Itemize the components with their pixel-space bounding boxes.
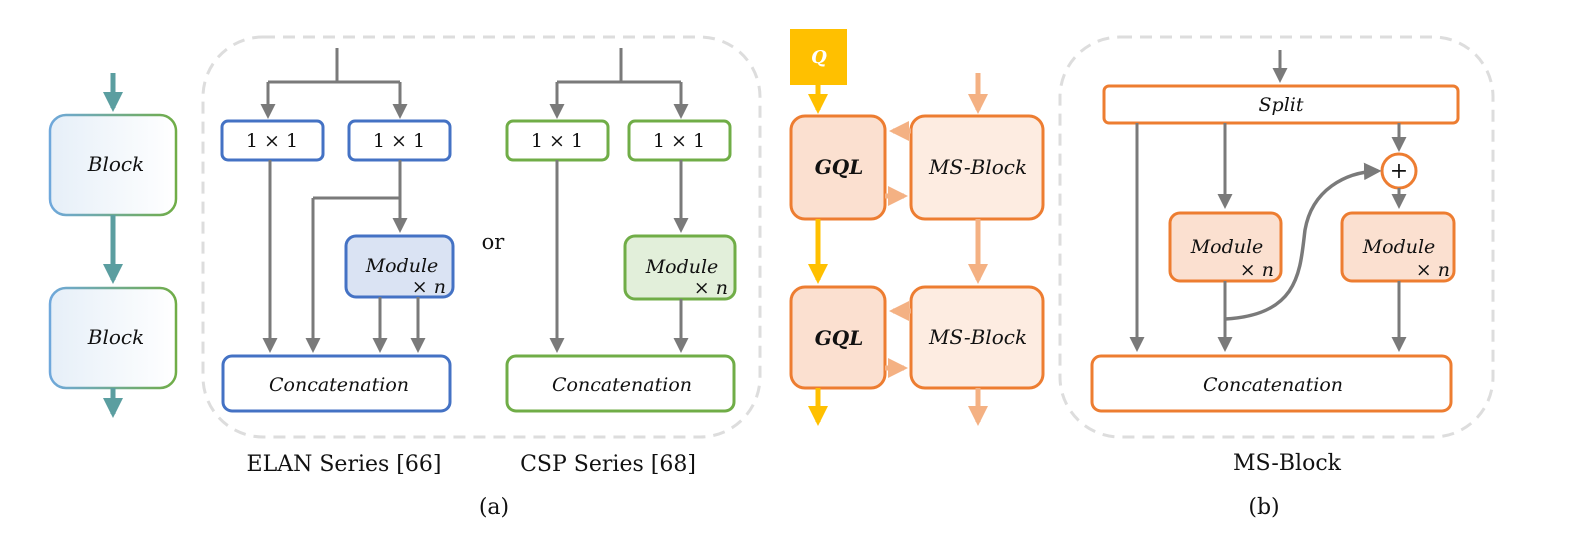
- gql-top-label: GQL: [815, 155, 864, 179]
- elan-module-label: Module: [365, 255, 439, 277]
- elan-conv-left-label: 1 × 1: [246, 130, 298, 152]
- csp-module-label: Module: [645, 256, 719, 278]
- elan-module-repeat: × n: [412, 276, 446, 298]
- ms-arrow-curve-to-plus: [1224, 162, 1382, 321]
- q-label: Q: [811, 47, 827, 68]
- elan-module: [344, 234, 455, 299]
- left-block-stack: Block Block: [48, 73, 178, 418]
- csp-module-repeat: × n: [694, 277, 728, 299]
- or-label: or: [482, 230, 506, 254]
- label-a: (a): [479, 495, 509, 520]
- ms-block-caption: MS-Block: [1233, 451, 1342, 476]
- csp-caption: CSP Series [68]: [520, 452, 696, 477]
- q-input-box: [790, 29, 847, 85]
- elan-concat-label: Concatenation: [269, 374, 409, 396]
- gql-top: [789, 114, 887, 221]
- ms-module-left-repeat: × n: [1240, 259, 1274, 281]
- container-a: [201, 35, 762, 439]
- gql-stack: Q GQL MS-Block GQL MS-Block: [789, 29, 1045, 426]
- elan-diagram: 1 × 1 1 × 1 Module × n Concatenation: [220, 48, 455, 413]
- ms-concat-label: Concatenation: [1203, 374, 1343, 396]
- container-b: [1058, 35, 1495, 439]
- csp-concat-label: Concatenation: [552, 374, 692, 396]
- plus-label: +: [1390, 159, 1408, 184]
- ms-block-bottom-label: MS-Block: [928, 325, 1027, 349]
- elan-conv-right-label: 1 × 1: [373, 130, 425, 152]
- split-box: [1102, 84, 1460, 125]
- block-bottom-label: Block: [87, 325, 144, 349]
- csp-conv-left-label: 1 × 1: [531, 130, 583, 152]
- elan-conv-left: [220, 119, 325, 162]
- gql-bottom-label: GQL: [815, 326, 864, 350]
- csp-concat: [505, 354, 736, 413]
- ms-module-right-label: Module: [1362, 236, 1436, 258]
- ms-module-right-repeat: × n: [1416, 259, 1450, 281]
- ms-block-diagram: Split + Module × n Module × n Concatenat…: [1090, 50, 1460, 413]
- csp-diagram: 1 × 1 1 × 1 Module × n Concatenation: [505, 48, 737, 413]
- gql-bottom: [789, 285, 887, 390]
- ms-concat: [1090, 354, 1453, 413]
- elan-concat: [221, 354, 452, 413]
- split-label: Split: [1259, 94, 1304, 116]
- ms-block-top-label: MS-Block: [928, 155, 1027, 179]
- csp-conv-right-label: 1 × 1: [653, 130, 705, 152]
- label-b: (b): [1248, 495, 1279, 520]
- elan-caption: ELAN Series [66]: [247, 452, 442, 477]
- block-top-label: Block: [87, 152, 144, 176]
- ms-module-left-label: Module: [1190, 236, 1264, 258]
